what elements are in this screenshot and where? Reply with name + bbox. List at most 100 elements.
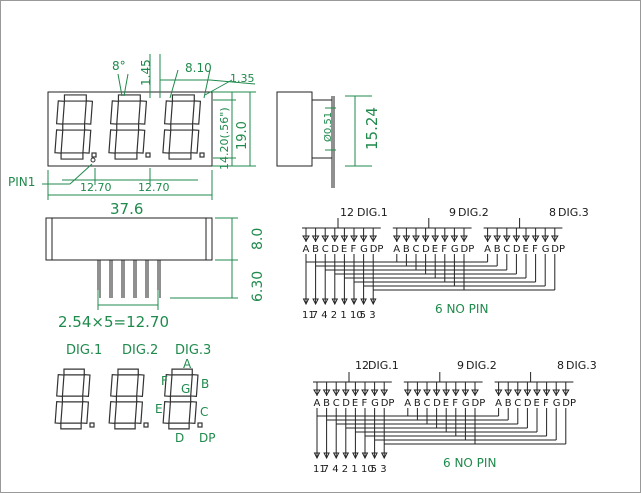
- segment-label: A: [484, 244, 491, 255]
- segment-label: DP: [381, 398, 395, 409]
- diode-icon: [533, 389, 541, 396]
- segment: [168, 422, 190, 430]
- segment: [188, 401, 198, 424]
- diode-icon: [403, 389, 412, 396]
- segment: [164, 374, 173, 397]
- segment: [54, 129, 64, 154]
- diode-icon: [493, 235, 502, 242]
- diode-icon: [432, 389, 441, 396]
- diode-icon: [370, 389, 379, 396]
- diode-icon: [504, 389, 513, 396]
- pin-number: 5: [371, 464, 377, 475]
- side-view: Ø0.51 15.24: [276, 91, 381, 188]
- segment: [108, 401, 118, 424]
- segment-label: D: [524, 398, 532, 409]
- segment-label: DP: [461, 244, 475, 255]
- segment-label: B: [323, 398, 330, 409]
- diode-icon: [541, 235, 550, 242]
- arrow-icon: [341, 298, 348, 306]
- segment-label: C: [413, 244, 420, 255]
- thickness-label: 8.0: [250, 228, 266, 250]
- diode-icon: [341, 389, 350, 396]
- segment: [115, 395, 138, 403]
- segment: [190, 374, 199, 397]
- legend-dig1: DIG.1: [66, 343, 102, 358]
- schem-top-note: 6 NO PIN: [435, 302, 488, 316]
- segment-label: G: [451, 244, 459, 255]
- decimal-point: [199, 152, 205, 158]
- arrow-icon: [313, 452, 321, 460]
- legend-seg-f: F: [161, 374, 168, 388]
- segment: [168, 152, 192, 160]
- row-spacing-label: 15.24: [363, 107, 381, 150]
- arrow-icon: [342, 452, 350, 460]
- legend-dig2: DIG.2: [122, 343, 158, 358]
- arrow-icon: [361, 452, 369, 460]
- segment-label: E: [534, 398, 540, 409]
- diode-icon: [322, 389, 331, 396]
- arrow-icon: [332, 452, 340, 460]
- front-view: 8° 1.45 8.10 1.35 14.20(.56") 19.0 PIN1 …: [8, 54, 256, 218]
- legend-digit-2: [108, 368, 149, 430]
- arrow-icon: [312, 298, 319, 306]
- schem-top-dig2-pin: 9: [449, 206, 456, 219]
- diode-icon: [330, 235, 339, 242]
- diode-icon: [460, 235, 468, 242]
- segment-label: G: [462, 398, 470, 409]
- diode-icon: [412, 235, 420, 242]
- pin-number: 3: [369, 310, 375, 321]
- segment: [61, 395, 84, 403]
- segment-label: C: [322, 244, 329, 255]
- legend-digit-1: [54, 368, 95, 430]
- diode-icon: [321, 235, 330, 242]
- decimal-point: [143, 422, 149, 428]
- arrow-icon: [352, 452, 359, 460]
- segment: [169, 395, 192, 403]
- schem-top-dig2: DIG.2: [458, 206, 489, 219]
- diode-icon: [340, 235, 349, 242]
- segment-label: DP: [472, 398, 486, 409]
- segment-label: E: [352, 398, 358, 409]
- segment: [114, 422, 136, 430]
- pin-number: 3: [380, 464, 386, 475]
- schem-top-dig3: DIG.3: [558, 206, 589, 219]
- segment-label: G: [542, 244, 550, 255]
- legend-seg-b: B: [201, 377, 209, 391]
- schem-bot-dig2-pin: 9: [457, 359, 464, 372]
- decimal-point: [197, 422, 203, 428]
- diode-icon: [302, 235, 310, 242]
- diode-icon: [440, 235, 449, 242]
- segment: [60, 422, 82, 430]
- schem-bot-note: 6 NO PIN: [443, 456, 496, 470]
- diode-icon: [502, 235, 511, 242]
- segment-label: G: [553, 398, 561, 409]
- arrow-icon: [369, 298, 377, 306]
- segment-label: C: [514, 398, 521, 409]
- segment: [56, 374, 65, 397]
- diode-icon: [423, 389, 431, 396]
- segment: [82, 129, 92, 154]
- height-label: 19.0: [235, 121, 250, 150]
- segment-label: E: [443, 398, 449, 409]
- diode-icon: [531, 235, 540, 242]
- segment-label: D: [422, 244, 430, 255]
- diode-icon: [369, 235, 378, 242]
- char-height-label: 14.20(.56"): [218, 107, 231, 170]
- segment-label: A: [495, 398, 502, 409]
- segment: [54, 401, 64, 424]
- diode-icon: [513, 389, 522, 396]
- arrow-icon: [302, 298, 310, 306]
- segment-label: E: [523, 244, 529, 255]
- segment-label: F: [441, 244, 447, 255]
- segment-label: C: [333, 398, 340, 409]
- segment-label: D: [513, 244, 521, 255]
- schem-bot-dig3: DIG.3: [566, 359, 597, 372]
- diode-icon: [523, 389, 532, 396]
- arrow-icon: [371, 452, 378, 460]
- segment-label: A: [303, 244, 310, 255]
- legend-seg-a: A: [183, 357, 192, 371]
- segment: [62, 123, 86, 131]
- diode-icon: [494, 389, 503, 396]
- pin-number: 7: [312, 310, 318, 321]
- diode-icon: [311, 235, 320, 242]
